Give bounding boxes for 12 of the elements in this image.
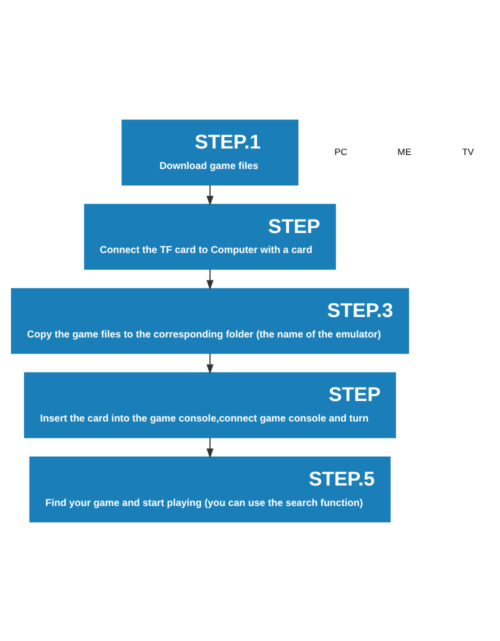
label: PC — [334, 146, 348, 156]
arrow — [206, 353, 214, 374]
arrow — [206, 184, 214, 206]
arrow — [206, 269, 214, 290]
node-box: STEP.3 Copy the game files to the corresponding folder (the name of the emulator) — [10, 288, 410, 354]
label: ME — [398, 146, 412, 156]
node-box: STEP Insert the card into the game console,connect game console and turn — [24, 372, 396, 438]
node-box: STEP Connect the TF card to Computer with a card — [84, 203, 336, 270]
arrow — [206, 437, 214, 458]
node-box: STEP.1 Download game files — [122, 119, 298, 186]
node-box: STEP.5 Find your game and start playing (you can use the search function) — [29, 456, 391, 522]
label: TV — [462, 146, 474, 156]
